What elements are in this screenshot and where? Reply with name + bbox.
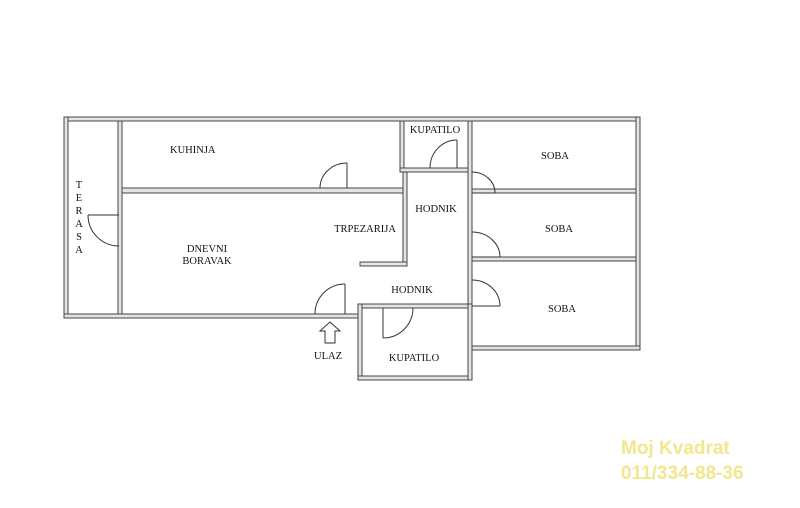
door-terasa-icon <box>87 214 120 247</box>
door-kupatilo-top-icon <box>429 139 458 169</box>
kupatilo-top-label: KUPATILO <box>410 125 461 136</box>
hodnik-upper-label: HODNIK <box>415 204 457 215</box>
svg-text:A: A <box>75 245 83 256</box>
door-soba-2-icon <box>471 231 501 258</box>
door-soba-3-icon <box>471 279 501 307</box>
svg-text:E: E <box>76 193 82 204</box>
door-soba-1-icon <box>471 171 496 194</box>
dnevni-boravak-label-2: BORAVAK <box>182 256 232 267</box>
trpezarija-label: TRPEZARIJA <box>334 224 396 235</box>
walls <box>63 116 641 381</box>
dnevni-boravak-label-1: DNEVNI <box>187 244 228 255</box>
kupatilo-bottom-label: KUPATILO <box>389 353 440 364</box>
svg-text:R: R <box>75 206 82 217</box>
svg-text:T: T <box>76 180 83 191</box>
door-entrance-icon <box>314 283 346 315</box>
entrance-arrow-icon <box>318 321 342 344</box>
terasa-label: T E R A S A <box>75 180 83 256</box>
soba-1-label: SOBA <box>541 151 569 162</box>
svg-text:S: S <box>76 232 82 243</box>
hodnik-lower-label: HODNIK <box>391 285 433 296</box>
watermark-phone: 011/334-88-36 <box>621 463 744 484</box>
door-kupatilo-bottom-icon <box>382 307 414 339</box>
ulaz-label: ULAZ <box>314 351 342 362</box>
watermark-name: Moj Kvadrat <box>621 438 730 459</box>
doors <box>87 139 501 339</box>
kuhinja-label: KUHINJA <box>170 145 216 156</box>
soba-3-label: SOBA <box>548 304 576 315</box>
door-kuhinja-icon <box>319 162 348 189</box>
svg-text:A: A <box>75 219 83 230</box>
soba-2-label: SOBA <box>545 224 573 235</box>
